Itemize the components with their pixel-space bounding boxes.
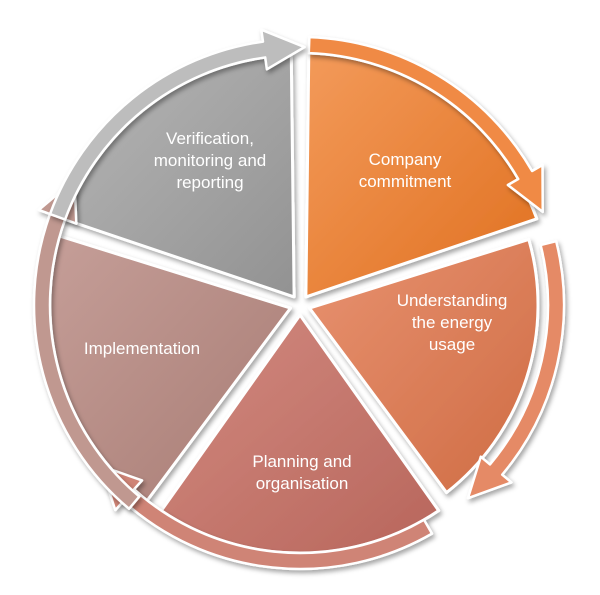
- label-implementation: Implementation: [84, 339, 200, 358]
- label-line: organisation: [256, 474, 349, 493]
- label-verification-monitoring-reporting: Verification, monitoring and reporting: [154, 129, 266, 192]
- arrow-verification-monitoring-reporting: [48, 28, 306, 221]
- label-line: Company: [369, 150, 442, 169]
- label-line: usage: [429, 335, 475, 354]
- segment-understanding-energy-usage: [308, 237, 540, 495]
- label-company-commitment: Company commitment: [359, 150, 452, 191]
- label-line: Planning and: [252, 452, 351, 471]
- arrow-company-commitment: [307, 35, 544, 214]
- label-line: the energy: [412, 313, 493, 332]
- label-understanding-energy-usage: Understanding the energy usage: [397, 291, 508, 354]
- label-line: monitoring and: [154, 151, 266, 170]
- label-line: Understanding: [397, 291, 508, 310]
- label-line: Verification,: [166, 129, 254, 148]
- label-line: commitment: [359, 172, 452, 191]
- arrow-planning-organisation: [99, 464, 434, 571]
- label-planning-organisation: Planning and organisation: [252, 452, 351, 493]
- arrow-understanding-energy-usage: [466, 239, 566, 500]
- label-line: Implementation: [84, 339, 200, 358]
- label-line: reporting: [176, 173, 243, 192]
